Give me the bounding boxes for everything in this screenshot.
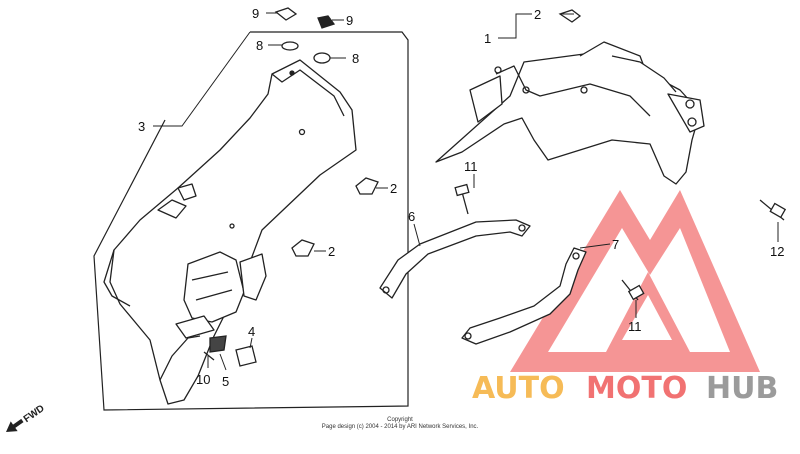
grommet-8-left <box>281 41 299 51</box>
callout-6: 6 <box>408 209 415 224</box>
callout-2-lower: 2 <box>328 244 335 259</box>
bolt-11-upper <box>454 183 470 215</box>
fender-outline-frame <box>93 31 409 411</box>
reflector-5 <box>209 335 227 353</box>
callout-2-top: 2 <box>534 7 541 22</box>
callout-7: 7 <box>612 237 619 252</box>
copyright-line-1: Copyright <box>387 417 413 423</box>
logo-word-hub: HUB <box>706 371 778 406</box>
callout-11-upper: 11 <box>464 159 478 174</box>
clip-2-lower <box>291 239 315 257</box>
callout-4: 4 <box>248 324 255 339</box>
automotohub-logo: AUTO MOTO HUB <box>472 190 778 406</box>
hardware-parts <box>203 7 787 367</box>
callout-9-right: 9 <box>346 13 353 28</box>
copyright-block: Copyright Page design (c) 2004 - 2014 by… <box>322 417 479 430</box>
fwd-arrow-icon <box>6 418 24 432</box>
logo-word-auto: AUTO <box>472 371 565 406</box>
callout-9-left: 9 <box>252 6 259 21</box>
rear-stay-part-6 <box>379 219 531 299</box>
bolt-12 <box>759 199 787 221</box>
callout-leaders <box>153 12 779 371</box>
copyright-line-2: Page design (c) 2004 - 2014 by ARI Netwo… <box>322 424 479 430</box>
callout-2-middle: 2 <box>390 181 397 196</box>
callout-12: 12 <box>770 244 784 259</box>
callout-10: 10 <box>196 372 210 387</box>
rear-stay-part-7 <box>461 247 587 345</box>
clip-2-middle <box>355 177 379 195</box>
callout-8-right: 8 <box>352 51 359 66</box>
callout-3: 3 <box>138 119 145 134</box>
collar-4 <box>235 345 257 367</box>
grommet-8-right <box>313 52 331 64</box>
callout-11-lower: 11 <box>628 319 642 334</box>
nut-9-right <box>317 15 336 29</box>
clip-2-top <box>558 9 582 23</box>
fwd-direction-indicator: FWD <box>6 403 47 432</box>
screw-10 <box>203 351 215 361</box>
callout-1: 1 <box>484 31 491 46</box>
callout-5: 5 <box>222 374 229 389</box>
logo-word-moto: MOTO <box>586 371 687 406</box>
nut-9-left <box>274 7 298 21</box>
rear-fender-part-3 <box>103 59 357 405</box>
fwd-label: FWD <box>22 403 47 425</box>
rear-frame-bracket-part-1 <box>435 41 705 185</box>
callout-labels: 9 9 8 8 3 2 2 1 2 11 6 7 11 12 4 5 10 <box>138 6 784 389</box>
bolt-11-lower <box>621 279 645 301</box>
callout-8-left: 8 <box>256 38 263 53</box>
